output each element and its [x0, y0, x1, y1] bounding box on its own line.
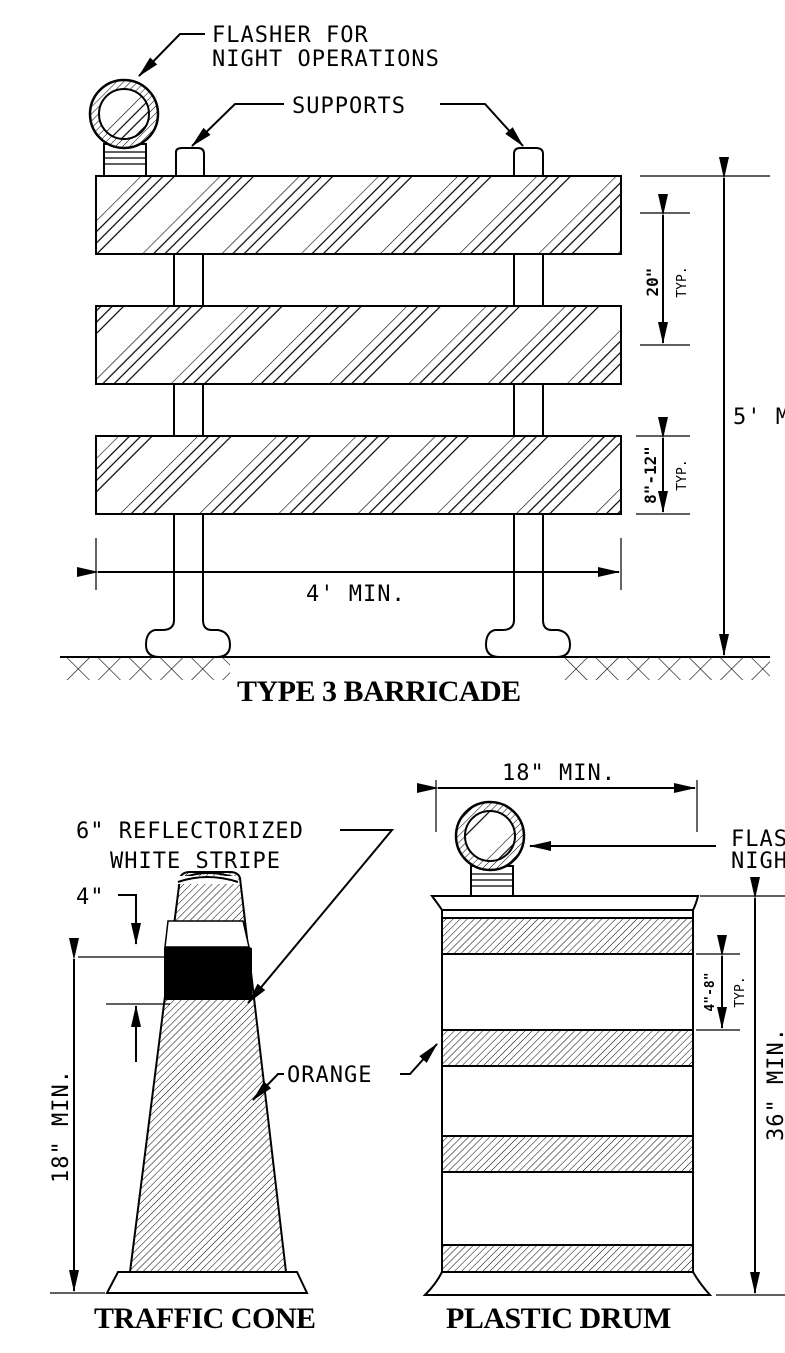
traffic-cone: 6" REFLECTORIZED WHITE STRIPE 4" ORANGE …: [49, 819, 395, 1335]
band-width-label: 4"-8": [703, 972, 718, 1011]
rail-height-note: TYP.: [675, 459, 690, 490]
barricade-rail-bottom: [95, 435, 622, 515]
drum-width-label: 18" MIN.: [502, 761, 616, 786]
barricade-width-dimension: 4' MIN.: [77, 538, 622, 607]
barricade-width-label: 4' MIN.: [306, 582, 406, 607]
drum-title: PLASTIC DRUM: [446, 1302, 671, 1335]
cone-height-label: 18" MIN.: [49, 1069, 74, 1183]
overall-height-label: 5' MIN.: [733, 405, 785, 430]
overall-height-dimension: 5' MIN.: [640, 157, 785, 656]
drum-band-4: [441, 1244, 694, 1273]
stripe-label-line1: 6" REFLECTORIZED: [76, 819, 304, 844]
drum-flasher-label-line2: NIGHT OPERATIONS: [731, 849, 785, 874]
plastic-drum: 18" MIN. FLASHER FOR NIGHT OPERATIONS 4"…: [400, 761, 785, 1335]
cone-reflective-stripe: [164, 920, 250, 948]
top-offset-label: 4": [76, 885, 105, 910]
type3-barricade: FLASHER FOR NIGHT OPERATIONS SUPPORTS 20…: [60, 23, 785, 708]
barricade-rail-top: [95, 175, 622, 255]
drum-flasher-lamp: [454, 800, 526, 897]
drum-band-1: [441, 917, 694, 955]
barricade-rail-middle: [95, 305, 622, 385]
rail-spacing-label: 20": [643, 268, 662, 297]
ground-line: [60, 656, 770, 692]
flasher-lamp: [88, 78, 160, 177]
drum-band-3: [441, 1135, 694, 1173]
drum-height-label: 36" MIN.: [764, 1027, 785, 1141]
stripe-label-line2: WHITE STRIPE: [110, 849, 281, 874]
rail-spacing-note: TYP.: [675, 266, 690, 297]
supports-label: SUPPORTS: [292, 94, 406, 119]
flasher-label-line1: FLASHER FOR: [212, 23, 369, 48]
rail-height-dimension: 8"-12" TYP.: [636, 417, 690, 515]
flasher-label-line2: NIGHT OPERATIONS: [212, 47, 440, 72]
band-note-label: TYP.: [733, 976, 748, 1007]
cone-color-label: ORANGE: [287, 1063, 372, 1088]
cone-title: TRAFFIC CONE: [94, 1302, 316, 1335]
rail-height-label: 8"-12": [641, 446, 660, 504]
rail-spacing-dimension: 20" TYP.: [640, 194, 690, 346]
barricade-title: TYPE 3 BARRICADE: [237, 675, 521, 708]
cone-base: [105, 1271, 309, 1294]
drum-flasher-label-line1: FLASHER FOR: [731, 827, 785, 852]
drum-band-2: [441, 1029, 694, 1067]
